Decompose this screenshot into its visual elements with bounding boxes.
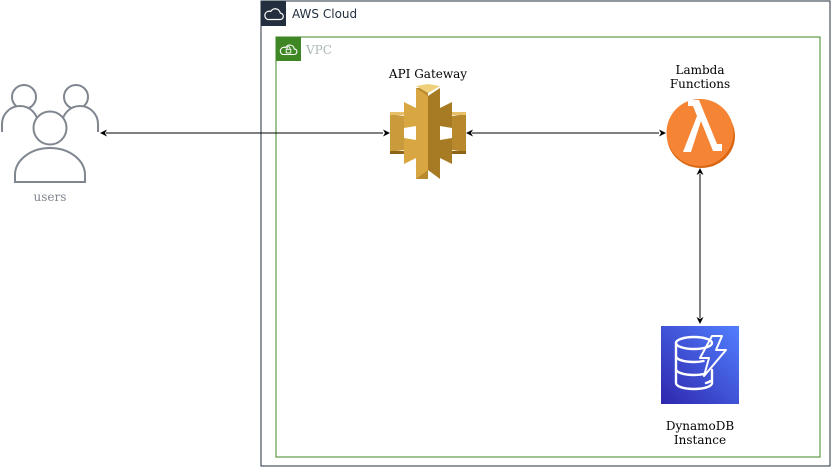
- lambda-label-line1: Lambda: [675, 63, 725, 77]
- dynamodb-label-line1: DynamoDB: [665, 419, 735, 433]
- vpc-group: [275, 36, 821, 458]
- aws-cloud-icon: [261, 1, 286, 26]
- api-gateway-label: API Gateway: [388, 67, 468, 81]
- vpc-title: VPC: [306, 43, 332, 57]
- lambda-label: Lambda Functions: [650, 63, 750, 91]
- lambda-icon: [666, 99, 735, 168]
- connector-lambda-dynamodb: [696, 168, 704, 324]
- vpc-icon: [276, 37, 301, 61]
- dynamodb-label: DynamoDB Instance: [650, 419, 750, 447]
- lambda-label-line2: Functions: [669, 77, 731, 91]
- connector-users-api-gateway: [100, 129, 390, 137]
- connector-api-gateway-lambda: [466, 129, 666, 137]
- users-label: users: [33, 190, 67, 204]
- dynamodb-icon: [661, 326, 739, 404]
- aws-cloud-title: AWS Cloud: [292, 7, 358, 21]
- aws-cloud-group: [260, 0, 831, 467]
- dynamodb-label-line2: Instance: [673, 433, 727, 447]
- api-gateway-icon: [390, 84, 466, 179]
- users-icon: [0, 84, 99, 183]
